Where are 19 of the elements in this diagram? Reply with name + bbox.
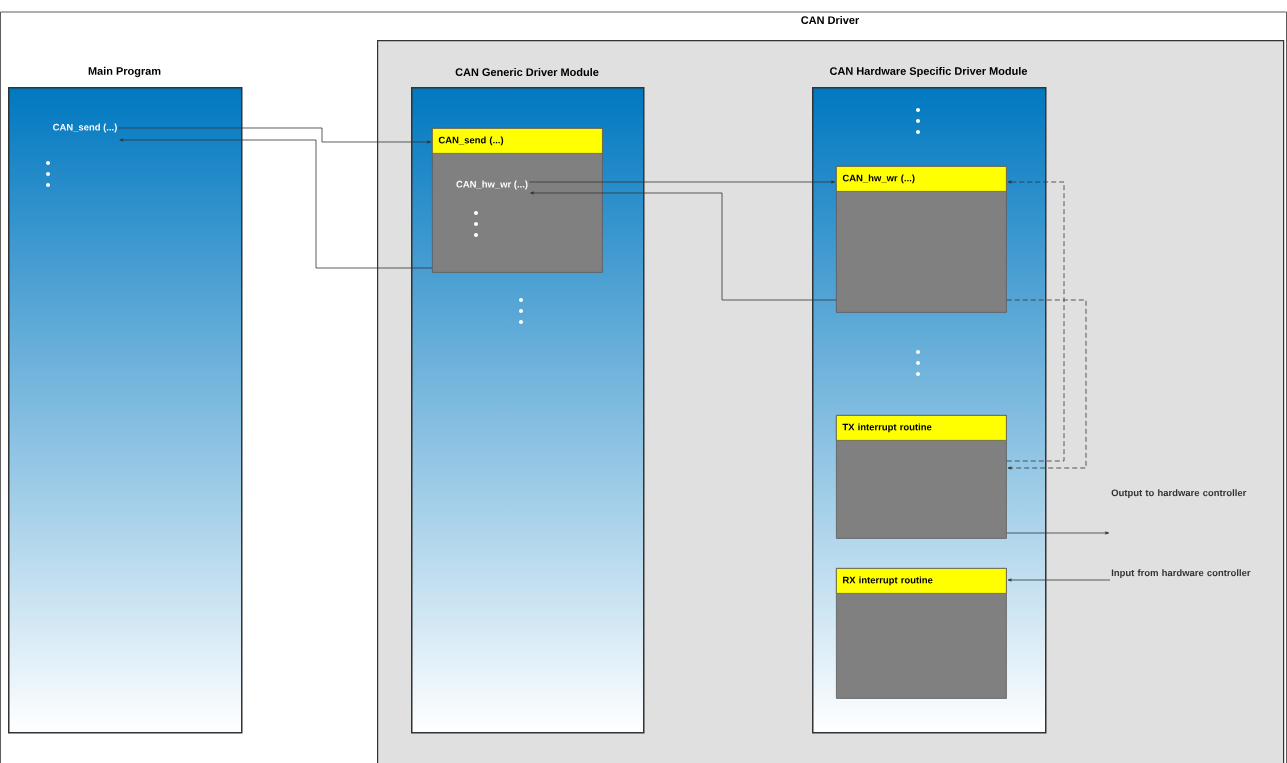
function-box: CAN_hw_wr (...) — [836, 166, 1007, 313]
note-text: Input from hardware controller — [1111, 569, 1251, 578]
arrow — [118, 127, 432, 144]
arrow — [1006, 531, 1110, 535]
arrow — [119, 138, 433, 269]
function-call: CAN_hw_wr (...) — [456, 180, 528, 190]
function-box: RX interrupt routine — [836, 568, 1007, 699]
note-text: Output to hardware controller — [1111, 489, 1247, 498]
node-label: CAN Hardware Specific Driver Module — [829, 66, 1028, 78]
function-call: CAN_send (...) — [53, 123, 117, 133]
arrow — [528, 180, 836, 184]
arrow — [1007, 578, 1111, 582]
node-label: Main Program — [88, 66, 161, 78]
arrow — [530, 191, 837, 301]
function-box: TX interrupt routine — [836, 415, 1007, 539]
node-label: CAN Generic Driver Module — [455, 67, 599, 77]
node-label: CAN Driver — [801, 15, 860, 25]
arrow — [1006, 299, 1087, 470]
arrow — [1006, 180, 1065, 462]
